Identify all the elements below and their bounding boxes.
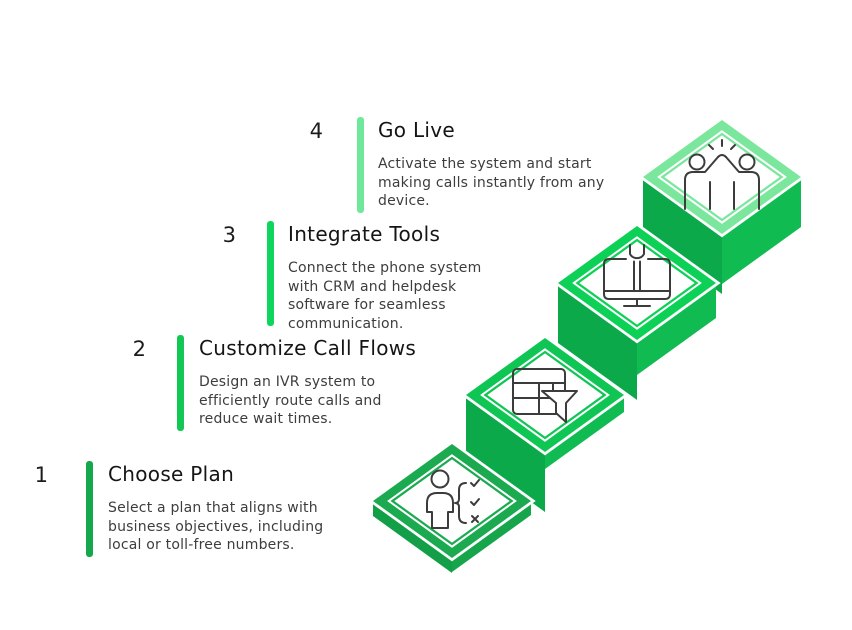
step2-right-face [545, 395, 624, 469]
step-4-number: 4 [309, 119, 323, 143]
step-2-title: Customize Call Flows [199, 336, 417, 360]
table-filter-icon [512, 368, 578, 423]
step4-left-face [643, 177, 722, 294]
step2-panel [487, 353, 603, 437]
step-1-number: 1 [34, 463, 48, 487]
step-2-accent-bar [177, 335, 184, 431]
step-3-number: 3 [222, 223, 236, 247]
step1-pinstripe [387, 454, 517, 548]
step-2-description: Design an IVR system to efficiently rout… [199, 374, 382, 427]
step3-pinstripe [572, 236, 702, 330]
step-1-accent-bar [86, 461, 93, 557]
step-1-title: Choose Plan [108, 462, 235, 486]
step2-left-face [466, 395, 545, 512]
step4-right-face [722, 177, 801, 284]
monitor-wrench-icon [603, 244, 671, 307]
step-2-number: 2 [132, 337, 146, 361]
stair-step-3 [553, 222, 721, 400]
step3-panel [579, 241, 695, 325]
step-4-title: Go Live [378, 118, 456, 142]
person-checklist-icon [426, 469, 480, 529]
step-3-description: Connect the phone system with CRM and he… [288, 260, 482, 332]
step-1-description: Select a plan that aligns with business … [108, 500, 324, 553]
step-3-title: Integrate Tools [288, 222, 441, 246]
step1-right-face [452, 501, 531, 572]
step3-left-face [558, 283, 637, 400]
step-4-accent-bar [357, 117, 364, 213]
step1-left-face [373, 501, 452, 573]
stair-step-2 [461, 334, 629, 512]
stair-step-1 [368, 440, 536, 573]
step3-right-face [637, 283, 716, 375]
step-4-description: Activate the system and start making cal… [378, 156, 605, 209]
stair-step-4 [638, 116, 806, 294]
high-five-icon [684, 139, 760, 210]
step2-pinstripe [480, 348, 610, 442]
step4-pinstripe [657, 130, 787, 224]
step-3-accent-bar [267, 221, 274, 326]
